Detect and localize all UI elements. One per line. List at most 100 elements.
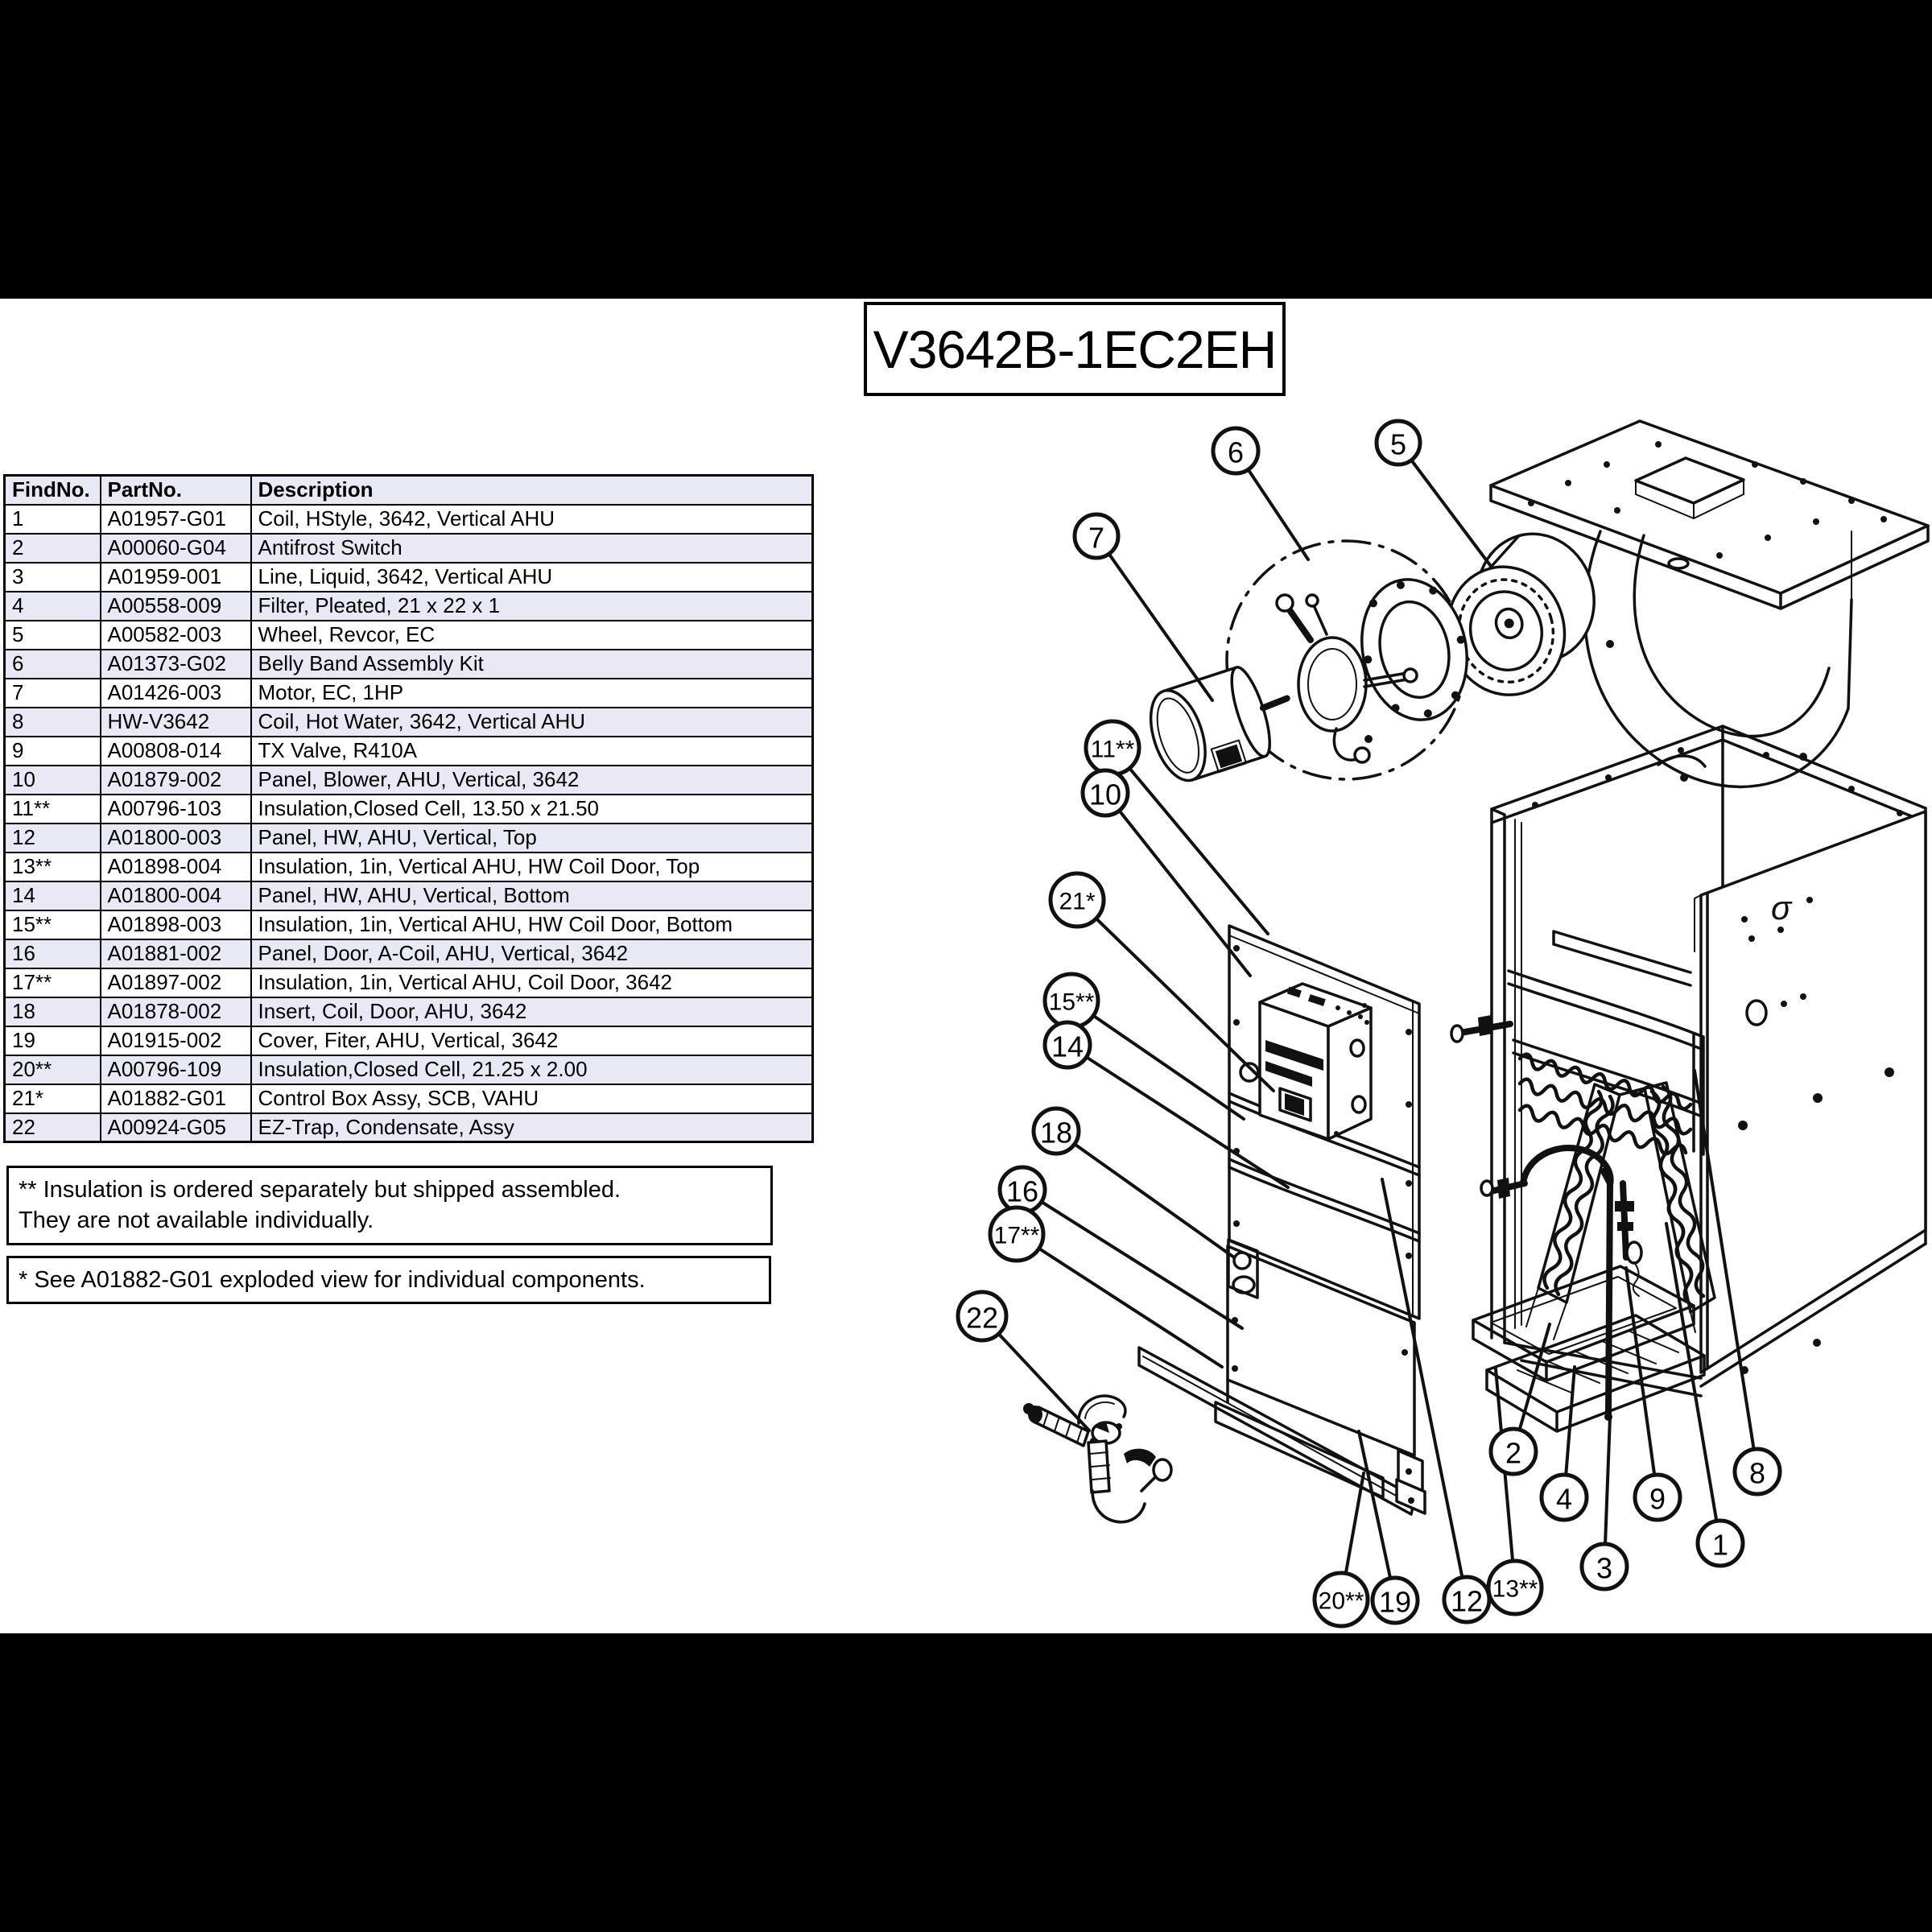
table-cell: A00796-103 [99,793,252,824]
callout-circle-10 [1080,768,1130,818]
leader-line-15** [1070,999,1245,1121]
table-cell: 17** [3,967,101,998]
leader-line-9 [1624,1266,1659,1499]
callout-circle-3 [1579,1542,1629,1591]
table-cell: Line, Liquid, 3642, Vertical AHU [250,561,814,592]
table-cell: A01881-002 [99,938,252,969]
callout-circle-7 [1072,512,1121,560]
table-cell: 9 [3,735,101,766]
callout-label-8: 8 [1749,1457,1765,1490]
table-cell: 15** [3,909,101,940]
callout-circle-19 [1370,1575,1420,1625]
cabinet: σ [1490,724,1927,1397]
leader-line-14 [1066,1043,1290,1189]
leader-line-3 [1603,1415,1612,1568]
table-cell: A01882-G01 [99,1083,252,1114]
callout-circle-1 [1695,1518,1745,1568]
table-cell: 21* [3,1083,101,1114]
table-cell: Wheel, Revcor, EC [250,619,814,650]
table-cell: Insulation, 1in, Vertical AHU, HW Coil D… [250,851,814,882]
callout-label-9: 9 [1649,1483,1666,1516]
liquid-line [1600,1168,1613,1421]
table-cell: Cover, Fiter, AHU, Vertical, 3642 [250,1025,814,1056]
leader-line-19 [1357,1430,1397,1602]
callout-circle-5 [1374,419,1422,467]
table-cell: A01898-003 [99,909,252,940]
coil-wave [1542,1089,1604,1290]
col-partno: PartNo. [99,474,252,506]
table-cell: 7 [3,677,101,708]
callout-circle-17** [988,1205,1046,1263]
callout-label-2: 2 [1505,1437,1521,1470]
callout-circle-8 [1732,1447,1782,1496]
a-coil [1480,1081,1716,1340]
callout-label-6: 6 [1228,436,1244,469]
table-cell: 8 [3,706,101,737]
coil-tubing-waves [1517,1052,1706,1308]
callout-circle-6 [1211,426,1261,476]
table-cell: A01800-004 [99,880,252,911]
callout-label-1: 1 [1712,1529,1728,1562]
col-findno: FindNo. [3,474,101,506]
table-cell: Panel, Blower, AHU, Vertical, 3642 [250,764,814,795]
callout-circle-14 [1042,1020,1092,1070]
coil-wave [1554,1094,1615,1297]
table-cell: Panel, HW, AHU, Vertical, Bottom [250,880,814,911]
table-cell: Antifrost Switch [250,532,814,564]
leader-line-13** [1494,1367,1517,1589]
callout-label-16: 16 [1006,1175,1038,1208]
table-cell: Insulation,Closed Cell, 13.50 x 21.50 [250,793,814,824]
callout-circle-21* [1048,871,1106,929]
table-cell: A01878-002 [99,996,252,1027]
callout-label-7: 7 [1088,522,1104,555]
callout-label-10: 10 [1089,778,1121,811]
callout-circle-4 [1539,1472,1589,1522]
table-cell: 19 [3,1025,101,1056]
table-cell: HW-V3642 [99,706,252,737]
table-cell: TX Valve, R410A [250,735,814,766]
table-cell: A01879-002 [99,764,252,795]
callout-circle-20** [1312,1571,1370,1629]
leader-line-10 [1104,791,1252,977]
table-cell: 16 [3,938,101,969]
table-cell: A01800-003 [99,822,252,853]
diagram-title: V3642B-1EC2EH [864,302,1286,396]
callout-label-3: 3 [1596,1552,1612,1585]
hot-water-coil [1450,969,1705,1156]
callout-label-14: 14 [1051,1030,1084,1063]
table-cell: A00808-014 [99,735,252,766]
table-cell: 13** [3,851,101,882]
table-cell: A00924-G05 [99,1112,252,1143]
callout-circle-22 [956,1290,1009,1343]
table-cell: Motor, EC, 1HP [250,677,814,708]
table-cell: 1 [3,503,101,535]
coil-wave [1517,1077,1693,1136]
tx-valve [1615,1180,1643,1297]
base-frame [1472,1265,1706,1433]
coil-wave [1649,1089,1695,1308]
table-cell: A01957-G01 [99,503,252,535]
leader-line-17** [1015,1232,1224,1368]
callout-label-13**: 13** [1492,1576,1538,1603]
coil-wave [1661,1084,1706,1298]
table-cell: 4 [3,590,101,621]
callout-label-15**: 15** [1049,989,1095,1016]
callout-label-21*: 21* [1059,889,1095,915]
table-cell: 3 [3,561,101,592]
table-cell: Coil, Hot Water, 3642, Vertical AHU [250,706,814,737]
